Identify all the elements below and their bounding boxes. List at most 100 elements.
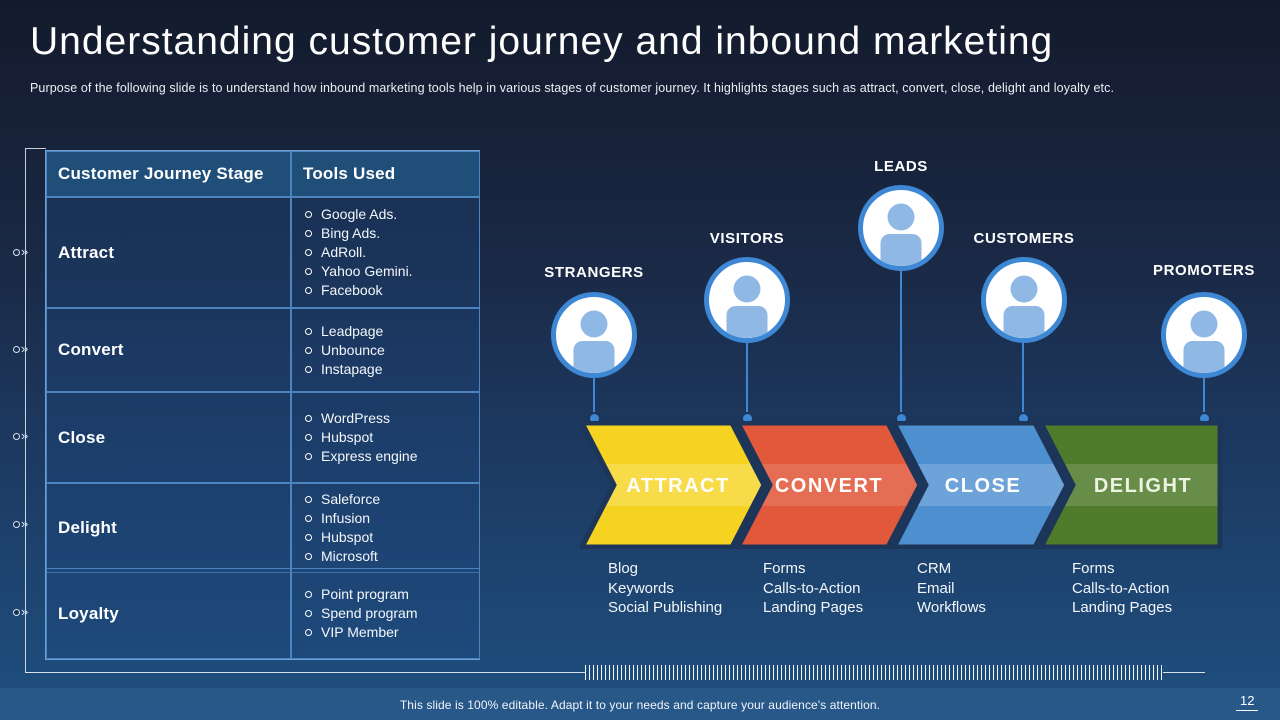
persona-avatar-visitors [704,257,790,343]
tools-cell: Saleforce Infusion Hubspot Microsoft [291,483,480,573]
table-row-delight: Delight Saleforce Infusion Hubspot Micro… [46,483,480,573]
tools-cell: Google Ads. Bing Ads. AdRoll. Yahoo Gemi… [291,197,480,308]
user-icon [1003,275,1045,338]
bottom-divider-line-left [25,672,585,673]
tool-item: Hubspot [304,428,475,447]
page-number: 12 [1236,693,1259,711]
tool-line: Social Publishing [608,599,723,616]
tool-label: Hubspot [321,429,374,445]
table-header-tools: Tools Used [291,151,480,197]
persona-label-promoters: PROMOTERS [1152,262,1256,279]
persona-avatar-leads [858,185,944,271]
forward-icon: » [13,517,39,531]
timeline-ruler-ticks [585,665,1163,680]
journey-arrows: ATTRACT CONVERT CLOSE DELIGHT [580,421,1223,549]
arrow-tools-delight: Forms Calls-to-Action Landing Pages [1072,559,1172,618]
forward-icon: » [13,245,39,259]
bullet-icon [305,553,312,560]
tool-item: Unbounce [304,341,475,360]
forward-icon-circle [13,608,20,616]
tool-line: Landing Pages [763,599,864,616]
forward-icon: » [13,342,39,356]
tool-item: Google Ads. [304,205,475,224]
bullet-icon [305,230,312,237]
tool-item: VIP Member [304,623,475,642]
forward-icon-chevrons: » [21,516,28,531]
tool-line: Calls-to-Action [763,579,861,597]
tools-cell: Point program Spend program VIP Member [291,568,480,659]
connector-line [900,268,902,416]
user-icon [880,203,922,266]
arrow-tools-close: CRM Email Workflows [917,559,986,618]
tool-label: Yahoo Gemini. [321,263,413,279]
tool-label: Instapage [321,360,383,377]
bullet-icon [305,591,312,598]
journey-table: Customer Journey Stage Tools Used Attrac… [45,150,480,660]
forward-icon-chevrons: » [21,244,28,259]
user-icon [573,310,615,373]
forward-icon-circle [13,345,20,353]
arrow-tools-attract: Blog Keywords Social Publishing [608,559,722,618]
tool-label: Leadpage [321,322,384,339]
tool-label: AdRoll. [321,244,367,260]
persona-label-customers: CUSTOMERS [973,230,1075,247]
tool-label: VIP Member [321,624,399,640]
tool-item: Saleforce [304,490,475,509]
tool-item: Spend program [304,604,475,623]
bullet-icon [305,629,312,636]
forward-icon-chevrons: » [21,341,28,356]
arrow-attract-outline [580,421,767,549]
connector-line [1203,374,1205,416]
stage-cell: Close [46,392,291,483]
bullet-icon [305,346,312,354]
tool-label: Facebook [321,282,383,298]
bullet-icon [305,496,312,503]
connector-line [593,374,595,416]
tool-line: Calls-to-Action [1072,579,1170,597]
tool-item: WordPress [304,409,475,428]
bullet-icon [305,434,312,441]
bullet-icon [305,211,312,218]
table-header-stage: Customer Journey Stage [46,151,291,197]
tool-label: Spend program [321,605,418,621]
tool-label: Microsoft [321,548,378,564]
arrow-label-close: CLOSE [945,475,1021,497]
footer-strip [0,688,1280,720]
bullet-icon [305,287,312,294]
tool-line: Forms [763,560,806,577]
user-icon [726,275,768,338]
tools-cell: WordPress Hubspot Express engine [291,392,480,483]
stage-cell: Delight [46,483,291,573]
table-row-attract: Attract Google Ads. Bing Ads. AdRoll. Ya… [46,197,480,308]
slide-title: Understanding customer journey and inbou… [30,20,1054,63]
bullet-icon [305,268,312,275]
tool-label: Google Ads. [321,206,398,222]
tool-item: Instapage [304,360,475,379]
tool-item: Infusion [304,509,475,528]
tool-label: Point program [321,586,409,602]
tool-item: Facebook [304,281,475,300]
forward-icon-circle [13,248,20,256]
arrow-delight-outline [1037,421,1223,549]
persona-avatar-strangers [551,292,637,378]
persona-avatar-customers [981,257,1067,343]
bullet-icon [305,249,312,256]
tool-item: Yahoo Gemini. [304,262,475,281]
tool-item: Point program [304,585,475,604]
forward-icon-circle [13,520,20,528]
bullet-icon [305,365,312,373]
tool-line: Email [917,579,955,597]
arrow-label-attract: ATTRACT [626,475,729,497]
user-icon [1183,310,1225,373]
tool-label: Hubspot [321,529,374,545]
tool-item: Leadpage [304,322,475,341]
left-bracket-top-tick [25,148,46,149]
bullet-icon [305,515,312,522]
table-header-row: Customer Journey Stage Tools Used [46,151,480,197]
tool-line: Keywords [608,579,674,597]
footer-note: This slide is 100% editable. Adapt it to… [399,698,881,712]
bullet-icon [305,415,312,422]
stage-cell: Convert [46,308,291,392]
table-row-loyalty: Loyalty Point program Spend program VIP … [46,568,480,659]
arrow-label-convert: CONVERT [775,475,883,497]
